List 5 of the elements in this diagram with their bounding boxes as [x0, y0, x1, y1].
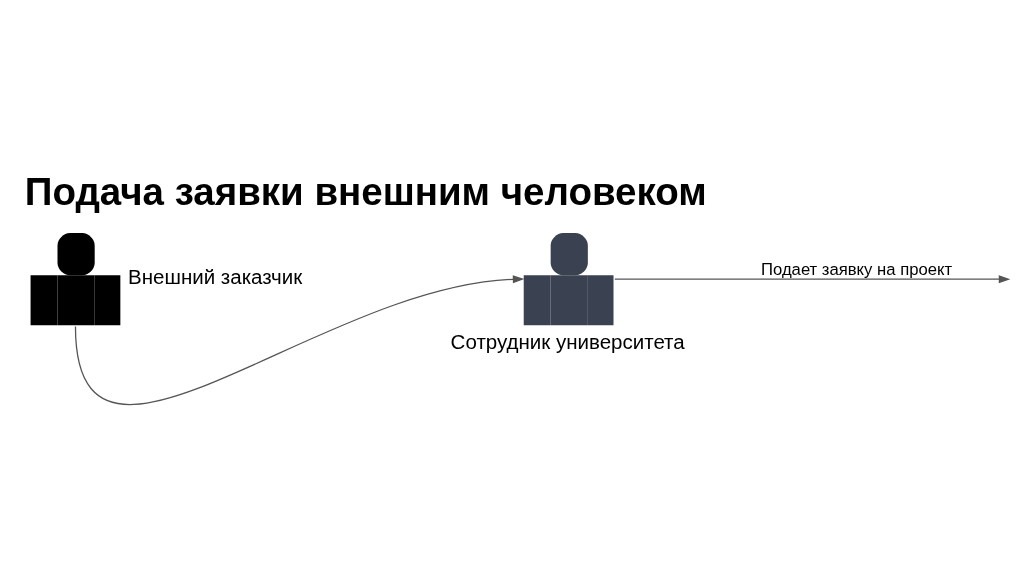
node-label: Внешний заказчик	[128, 264, 303, 288]
arrow	[74, 274, 525, 404]
edge-label: Подает заявку на проект	[761, 259, 953, 279]
diagram-title: Подача заявки внешним человеком	[24, 169, 707, 213]
node-label: Сотрудник университета	[450, 329, 685, 353]
